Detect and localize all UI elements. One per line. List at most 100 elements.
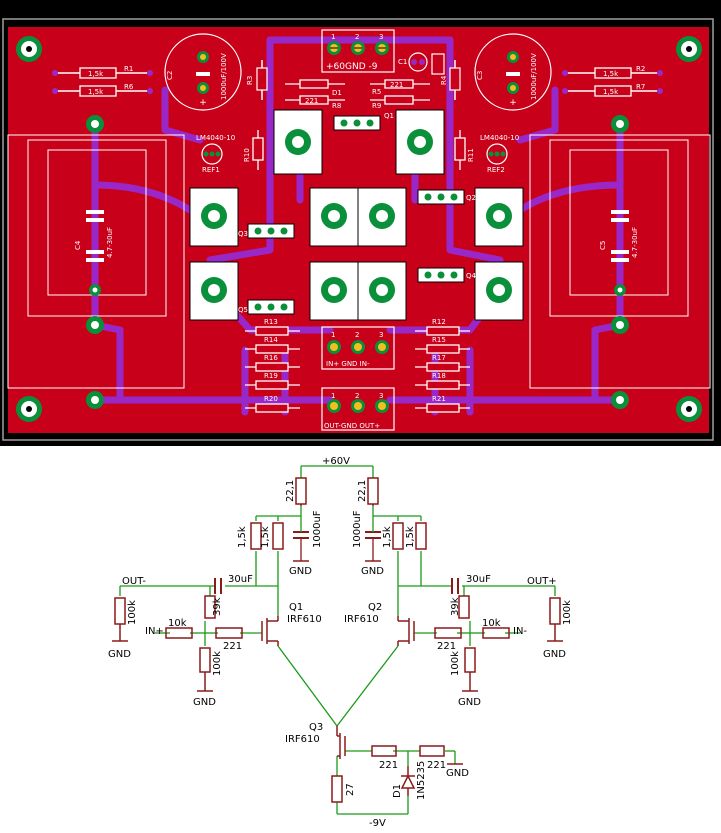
svg-text:+: + <box>199 98 207 108</box>
mounting-hole <box>676 396 702 422</box>
r-27: 27 <box>345 783 356 796</box>
resistors-top-left <box>52 67 153 97</box>
cap-c2: + <box>164 33 242 111</box>
c1-label: C1 <box>398 58 407 66</box>
d1-ref: D1 <box>392 784 403 798</box>
pcb-board-outline <box>2 18 714 441</box>
ref1-label: REF1 <box>202 166 220 174</box>
connector-output <box>321 387 395 431</box>
q5-label: Q5 <box>238 306 248 314</box>
small-cap-c1 <box>408 52 428 72</box>
r-221-right: 221 <box>437 641 456 652</box>
r12-label: R12 <box>432 318 446 326</box>
gnd-label-in-left: GND <box>193 697 216 708</box>
c3-label: C3 <box>476 71 484 80</box>
connector-output-pin-3: 3 <box>379 392 383 400</box>
q2-ref: Q2 <box>368 602 382 613</box>
ref2-value: LM4040-10 <box>480 134 519 142</box>
connector-power-label: +60GND -9 <box>326 62 378 72</box>
net-out-minus: OUT- <box>122 576 146 587</box>
trace <box>161 86 204 144</box>
heatsinks-row-2 <box>189 187 524 247</box>
to220-top-pins <box>340 119 374 127</box>
cap-c3: + <box>474 33 552 111</box>
mounting-hole <box>16 36 42 62</box>
trace <box>446 106 504 264</box>
c-1000-left: 1000uF <box>312 510 323 548</box>
q3-label: Q3 <box>238 230 248 238</box>
ref2-label: REF2 <box>487 166 505 174</box>
film-cap-c4-outline <box>7 134 185 389</box>
connector-output-label: OUT-GND OUT+ <box>324 422 380 430</box>
r-1k5-b: 1,5k <box>260 526 271 548</box>
r-39k-right: 39k <box>450 597 461 616</box>
trace <box>516 86 559 144</box>
r11-label: R11 <box>467 148 475 162</box>
heatsink-top-right <box>395 109 445 175</box>
trace <box>516 181 624 214</box>
schematic-wires <box>119 465 556 815</box>
c2-label: C2 <box>166 71 174 80</box>
net-in-minus: IN- <box>513 626 527 637</box>
c4-value: 4.7-30uF <box>106 227 114 258</box>
r7-label: R7 <box>636 83 645 91</box>
q1-ref: Q1 <box>289 602 303 613</box>
trace <box>206 106 274 264</box>
r-100k-outright: 100k <box>562 600 573 625</box>
r21-label: R21 <box>432 395 446 403</box>
ref1-value: LM4040-10 <box>196 134 235 142</box>
r9-value: 221 <box>390 81 403 89</box>
r-22-1-left: 22,1 <box>285 480 296 502</box>
r1-label: R1 <box>124 65 133 73</box>
q2-type: IRF610 <box>344 614 379 625</box>
pad <box>611 391 629 409</box>
net-vneg9: -9V <box>369 818 386 829</box>
r5-label: R5 <box>372 88 381 96</box>
net-out-plus: OUT+ <box>527 576 557 587</box>
ref1-body <box>201 143 223 165</box>
r-22-1-right: 22,1 <box>357 480 368 502</box>
r2-value: 1,5k <box>603 70 619 78</box>
connector-output-pin-1: 1 <box>331 392 335 400</box>
film-cap-c4-inner <box>27 139 167 317</box>
c5-value: 4.7-30uF <box>631 227 639 258</box>
gnd-label-out-right: GND <box>543 649 566 660</box>
schematic-mosfets <box>261 616 415 759</box>
q3-ref: Q3 <box>309 722 323 733</box>
q1-label: Q1 <box>384 112 394 120</box>
r-10k-right: 10k <box>482 618 501 629</box>
pad <box>86 316 104 334</box>
r-1k5-c: 1,5k <box>382 526 393 548</box>
r-221-left: 221 <box>223 641 242 652</box>
schematic-zener <box>400 766 416 796</box>
connector-pin-2: 2 <box>355 33 359 41</box>
c3-value: 1000uF/100V <box>530 53 538 100</box>
c-1000-right: 1000uF <box>352 510 363 548</box>
d1-type: 1N5235 <box>416 761 427 800</box>
c-30-left: 30uF <box>228 574 253 585</box>
zener-d1 <box>431 53 445 75</box>
r7-value: 1,5k <box>603 88 619 96</box>
connector-input-pin-2: 2 <box>355 331 359 339</box>
r13-label: R13 <box>264 318 278 326</box>
film-cap-c4 <box>86 210 104 296</box>
r14-label: R14 <box>264 336 278 344</box>
connector-pin-3: 3 <box>379 33 383 41</box>
r-100k-inright: 100k <box>450 651 461 676</box>
r-1k5-d: 1,5k <box>405 526 416 548</box>
connector-input-label: IN+ GND IN- <box>326 360 370 368</box>
r9-label: R9 <box>372 102 381 110</box>
r-10k-left: 10k <box>168 618 187 629</box>
connector-input <box>321 326 395 370</box>
r19-label: R19 <box>264 372 278 380</box>
r6-label: R6 <box>124 83 134 91</box>
ref2-body <box>486 143 508 165</box>
film-cap-c5-inner <box>549 139 689 317</box>
r-100k-outleft: 100k <box>127 600 138 625</box>
pad <box>86 115 104 133</box>
net-in-plus: IN+ <box>145 626 164 637</box>
gnd-label-cap-right: GND <box>361 566 384 577</box>
resistor-array-right <box>415 326 470 413</box>
